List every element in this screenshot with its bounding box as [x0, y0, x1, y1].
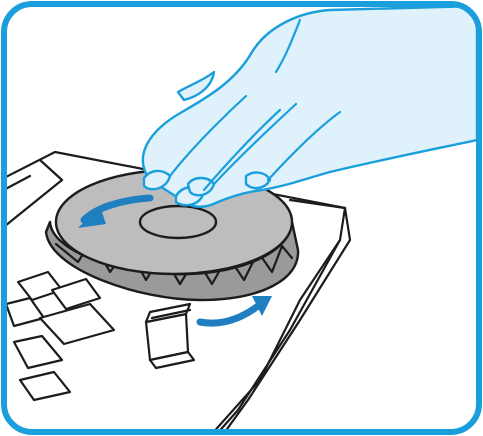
hand-finger-tip — [246, 173, 270, 189]
jog-wheel-center-cap — [140, 206, 216, 238]
slider-knob-icon — [146, 304, 194, 368]
